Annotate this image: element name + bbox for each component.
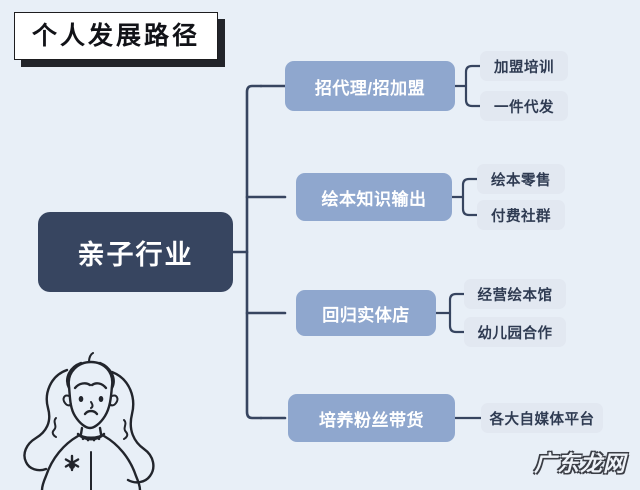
- leaf-node-3-1[interactable]: 经营绘本馆: [464, 279, 566, 309]
- branch-node-2-label: 绘本知识输出: [321, 189, 427, 209]
- leaf-node-2-2-label: 付费社群: [491, 208, 551, 225]
- leaf-node-2-1[interactable]: 绘本零售: [477, 164, 565, 194]
- root-node[interactable]: 亲子行业: [38, 212, 233, 292]
- leaf-node-3-1-label: 经营绘本馆: [477, 287, 553, 304]
- watermark: 广东龙网: [534, 446, 626, 478]
- page-title: 个人发展路径: [14, 12, 218, 60]
- leaf-node-1-2[interactable]: 一件代发: [480, 91, 568, 121]
- branch-node-4[interactable]: 培养粉丝带货: [288, 394, 455, 442]
- leaf-node-2-1-label: 绘本零售: [491, 172, 551, 189]
- flower-motif: [64, 454, 80, 472]
- worried-girl-doodle: [6, 352, 178, 490]
- wire-b1-bracket: [464, 64, 482, 108]
- watermark-text: 广东龙网: [533, 451, 626, 476]
- branch-node-1[interactable]: 招代理/招加盟: [285, 61, 455, 111]
- leaf-node-4-1[interactable]: 各大自媒体平台: [481, 403, 603, 433]
- leaf-node-3-2-label: 幼儿园合作: [477, 325, 553, 342]
- leaf-node-1-1-label: 加盟培训: [494, 59, 554, 76]
- branch-node-3[interactable]: 回归实体店: [296, 290, 436, 336]
- wire-b2-bracket: [461, 177, 479, 217]
- leaf-node-4-1-label: 各大自媒体平台: [489, 411, 595, 428]
- leaf-node-1-1[interactable]: 加盟培训: [480, 51, 568, 81]
- leaf-node-2-2[interactable]: 付费社群: [477, 200, 565, 230]
- page-title-text: 个人发展路径: [31, 21, 200, 50]
- branch-node-3-label: 回归实体店: [322, 305, 410, 325]
- root-node-label: 亲子行业: [77, 239, 194, 270]
- branch-node-1-label: 招代理/招加盟: [314, 78, 426, 98]
- wire-trunk: [245, 84, 263, 420]
- leaf-node-1-2-label: 一件代发: [494, 99, 554, 116]
- leaf-node-3-2[interactable]: 幼儿园合作: [464, 317, 566, 347]
- wire-b3-bracket: [448, 292, 466, 334]
- branch-node-2[interactable]: 绘本知识输出: [296, 173, 452, 221]
- branch-node-4-label: 培养粉丝带货: [319, 410, 424, 430]
